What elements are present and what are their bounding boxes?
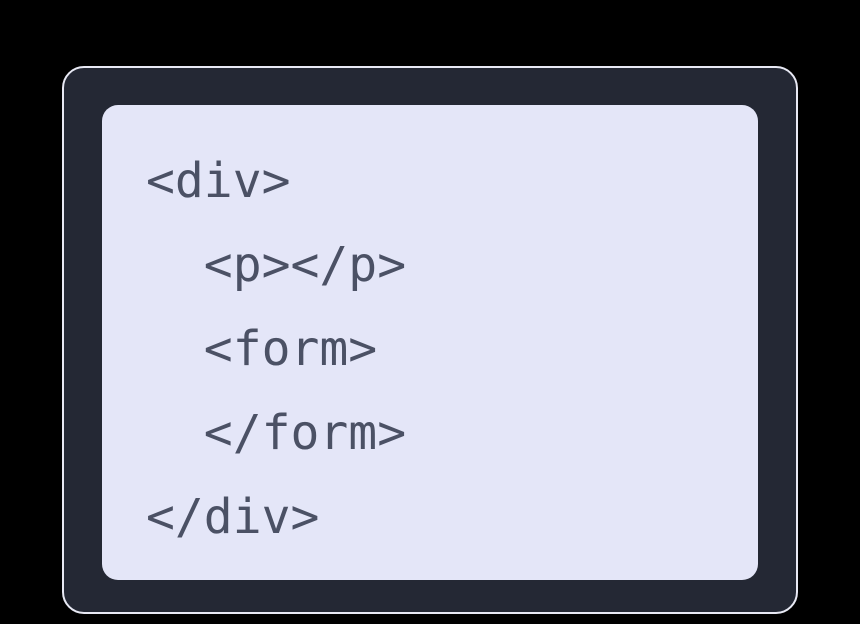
code-panel: <div> <p></p> <form> </form> </div> — [102, 105, 758, 580]
code-line-1: <div> — [146, 153, 291, 209]
code-block: <div> <p></p> <form> </form> </div> — [102, 105, 758, 559]
code-line-2: <p></p> — [146, 237, 407, 293]
code-line-5: </div> — [146, 489, 320, 545]
code-line-3: <form> — [146, 321, 378, 377]
device-frame: <div> <p></p> <form> </form> </div> — [62, 66, 798, 614]
code-line-4: </form> — [146, 405, 407, 461]
